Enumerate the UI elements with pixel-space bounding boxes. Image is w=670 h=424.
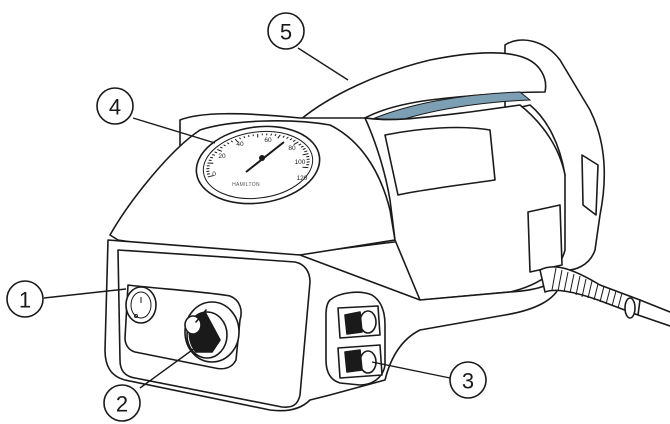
gauge-ticks [206,133,310,178]
gauge-scale-label: 60 [264,137,272,144]
gauge-scale-label: 20 [218,153,226,160]
gauge-tick [270,133,273,136]
gauge-scale-label: 40 [236,141,244,148]
leader-line-2 [139,347,196,389]
gauge-tick [220,146,223,149]
gauge-tick [266,133,268,136]
gauge-tick [217,149,223,152]
gauge-brand-text: HAMILTON [232,182,260,188]
leader-line-3 [371,361,451,379]
connector-ports [325,291,386,386]
gauge-tick [300,145,304,148]
gauge-tick [306,155,310,158]
gauge-scale-label: 100 [295,159,306,166]
gauge-tick [302,153,309,156]
leader-line-1 [43,288,127,299]
callout-5: 5 [267,12,305,50]
pressure-gauge: 0 20 40 60 80 100 120 HAMILTON [195,125,321,205]
side-recess [384,126,496,196]
gauge-tick [298,143,302,146]
callout-2: 2 [103,384,141,422]
side-panel [527,204,563,273]
callout-4: 4 [96,87,134,125]
gauge-tick [239,137,241,140]
gauge-tick [207,175,214,178]
gauge-tick [293,141,299,146]
rotary-knob [184,301,240,363]
gauge-tick [274,133,277,137]
gauge-tick [230,140,234,143]
gauge-tick [226,142,230,145]
gauge-tick [277,134,281,139]
gauge-tick [302,148,306,150]
gauge-needle [245,141,285,173]
callout-label: 1 [19,288,31,313]
gauge-tick [243,136,246,139]
gauge-tick [223,144,226,147]
gauge-scale-label: 120 [297,175,308,182]
gauge-tick [289,138,293,141]
gauge-scale-label: 80 [288,145,296,152]
gauge-tick [304,150,308,153]
callout-label: 4 [109,95,121,120]
callout-label: 2 [116,392,128,417]
leader-line-4 [132,117,216,144]
gauge-tick [292,139,296,142]
gauge-tick [234,138,239,143]
callout-3: 3 [449,361,487,399]
gauge-scale-label: 0 [212,171,216,178]
gauge-tick [214,151,218,154]
gauge-tick [286,136,289,140]
gauge-tick [212,154,215,156]
callout-label: 3 [462,369,474,394]
callout-1: 1 [6,280,44,318]
supply-hose [539,266,670,327]
leader-line-5 [297,47,349,81]
handle-slot [373,91,532,123]
gauge-tick [247,135,250,138]
gauge-tick [282,135,285,138]
gauge-tick [206,173,210,175]
callout-label: 5 [280,20,292,45]
rear-vent [581,154,599,216]
power-switch [125,286,157,324]
